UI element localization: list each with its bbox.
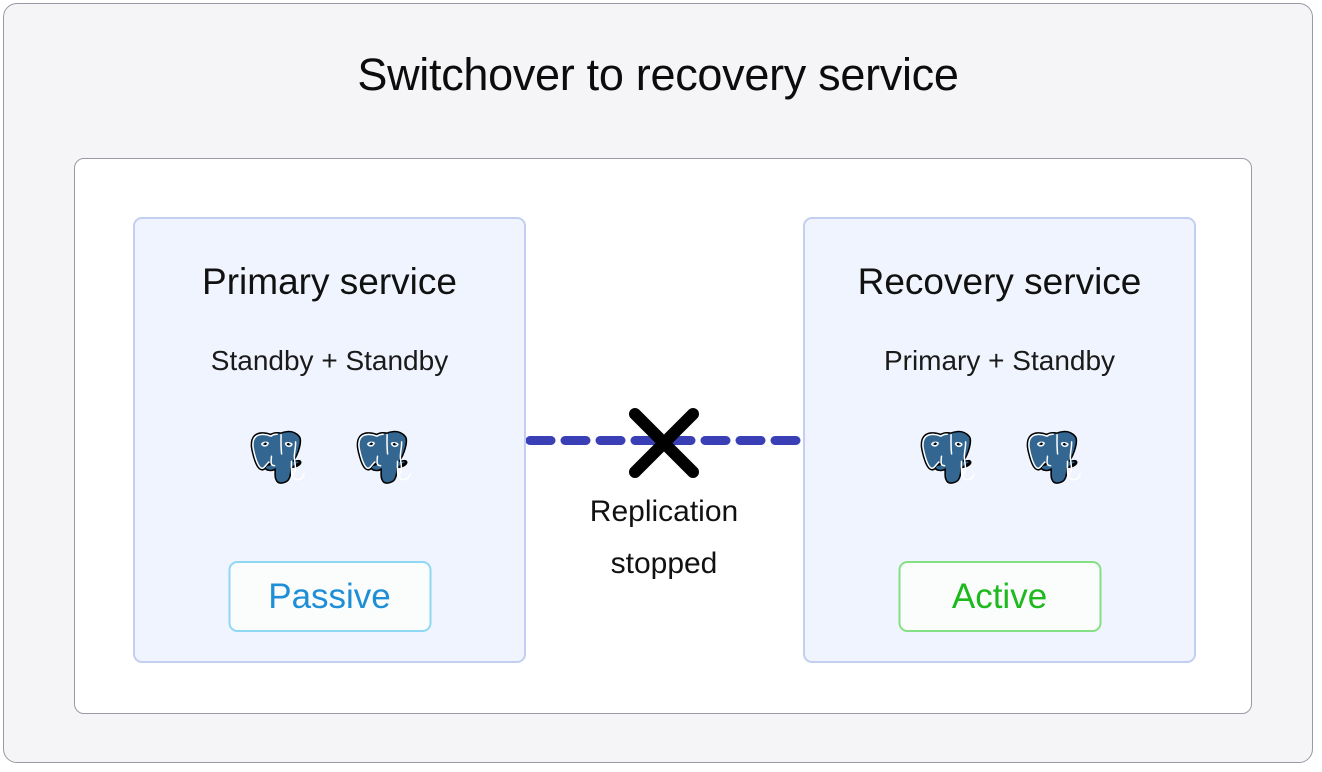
replication-dashed-line [526, 436, 802, 445]
status-badge-active: Active [898, 561, 1101, 632]
service-card-subtitle: Standby + Standby [210, 345, 449, 376]
diagram-frame: Switchover to recovery service Primary s… [3, 3, 1313, 763]
replication-label-line-2: stopped [610, 547, 718, 580]
replication-label-line-1: Replication [589, 495, 739, 528]
service-card-title: Primary service [202, 261, 457, 302]
database-nodes-row [135, 422, 524, 484]
database-nodes-row [805, 422, 1194, 484]
diagram-panel: Primary service Standby + Standby [74, 158, 1252, 714]
service-card-recovery[interactable]: Recovery service Primary + Standby [803, 217, 1196, 663]
replication-status-label: Replication stopped [526, 486, 802, 590]
x-cross-icon [629, 408, 699, 478]
postgresql-elephant-icon [356, 430, 411, 484]
postgresql-elephant-icon [920, 430, 975, 484]
page-title: Switchover to recovery service [357, 49, 959, 100]
service-card-subtitle: Primary + Standby [883, 345, 1116, 376]
postgresql-elephant-icon [1026, 430, 1081, 484]
replication-link: Replication stopped [526, 159, 802, 713]
status-badge-passive: Passive [228, 561, 431, 632]
postgresql-elephant-icon [250, 430, 305, 484]
service-card-primary[interactable]: Primary service Standby + Standby [133, 217, 526, 663]
service-card-title: Recovery service [857, 261, 1142, 302]
